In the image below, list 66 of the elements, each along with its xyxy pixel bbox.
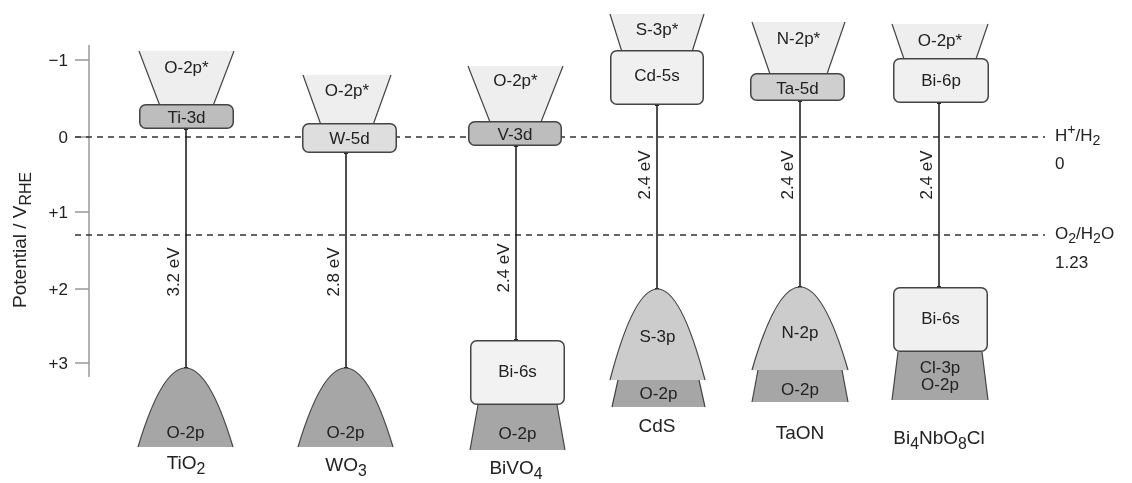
band-parabola bbox=[138, 368, 233, 447]
band-parabola bbox=[610, 289, 705, 380]
band-label: O-2p bbox=[780, 380, 820, 398]
edge-label: 2.4 eV bbox=[778, 150, 796, 200]
band-trapezoid bbox=[892, 352, 988, 400]
edge-label: 2.4 eV bbox=[494, 243, 512, 293]
band-trapezoid bbox=[468, 66, 563, 122]
band-trapezoid bbox=[892, 24, 988, 59]
band-box bbox=[470, 340, 565, 405]
band-label: Bi-6s bbox=[497, 362, 538, 380]
band-parabola bbox=[298, 368, 393, 447]
band-label: O-2p* bbox=[492, 71, 539, 89]
reference-label: O$_{2}$/H$_{2}$O bbox=[1055, 224, 1115, 246]
tick-label: 0 bbox=[58, 128, 68, 146]
band-label: Cl-3p bbox=[918, 358, 962, 376]
band-trapezoid bbox=[610, 14, 704, 52]
band-trapezoid bbox=[612, 380, 705, 407]
material-label: CdS bbox=[638, 415, 676, 435]
band-label: O-2p bbox=[325, 423, 366, 441]
tick-label: −1 bbox=[48, 51, 68, 69]
band-box bbox=[893, 58, 989, 103]
band-label: O-2p bbox=[497, 424, 538, 442]
band-label: Ta-5d bbox=[775, 79, 820, 97]
band-label: W-5d bbox=[328, 129, 371, 147]
band-label: N-2p* bbox=[775, 29, 822, 47]
band-box bbox=[302, 123, 397, 153]
edge-label: 3.2 eV bbox=[164, 247, 182, 297]
edge-label: 2.4 eV bbox=[917, 150, 935, 200]
band-label: O-2p* bbox=[163, 58, 210, 76]
band-trapezoid bbox=[752, 370, 848, 402]
band-label: S-3p* bbox=[634, 20, 680, 38]
band-box bbox=[750, 73, 845, 101]
band-label: N-2p bbox=[780, 323, 820, 341]
reference-label: 1.23 bbox=[1055, 253, 1089, 271]
edge-label: 2.8 eV bbox=[324, 247, 342, 297]
band-label: Bi-6p bbox=[920, 71, 962, 89]
band-parabola bbox=[752, 287, 848, 370]
band-box bbox=[139, 104, 234, 129]
band-label: O-2p bbox=[921, 375, 959, 393]
edge-label: 2.4 eV bbox=[635, 150, 653, 200]
band-trapezoid bbox=[752, 22, 845, 74]
tick-label: +3 bbox=[48, 354, 68, 372]
band-box bbox=[468, 121, 562, 146]
material-label: BiVO$_{4}$ bbox=[489, 458, 543, 482]
reference-label: 0 bbox=[1055, 154, 1065, 172]
band-box bbox=[893, 287, 988, 352]
band-label: O-2p* bbox=[916, 31, 964, 49]
tick-label: +2 bbox=[48, 280, 68, 298]
material-label: Bi$_{4}$NbO$_{8}$Cl bbox=[893, 428, 985, 452]
band-trapezoid bbox=[470, 405, 565, 450]
band-label: Ti-3d bbox=[166, 108, 207, 126]
band-label: S-3p bbox=[638, 327, 677, 345]
material-label: TaON bbox=[775, 422, 825, 442]
band-label: O-2p bbox=[165, 423, 206, 441]
tick-label: +1 bbox=[48, 203, 68, 221]
band-label: O-2p* bbox=[323, 81, 371, 99]
band-label: Bi-6s bbox=[920, 309, 961, 327]
material-label: TiO$_{2}$ bbox=[166, 453, 206, 477]
band-label: V-3d bbox=[496, 125, 534, 143]
material-label: WO$_{3}$ bbox=[325, 455, 367, 479]
band-box bbox=[610, 50, 704, 105]
reference-label: H$^{+}$/H$_{2}$ bbox=[1055, 122, 1101, 148]
band-trapezoid bbox=[303, 75, 391, 125]
band-label: O-2p bbox=[638, 384, 679, 402]
band-trapezoid bbox=[139, 51, 234, 106]
band-label: Cd-5s bbox=[633, 66, 681, 84]
